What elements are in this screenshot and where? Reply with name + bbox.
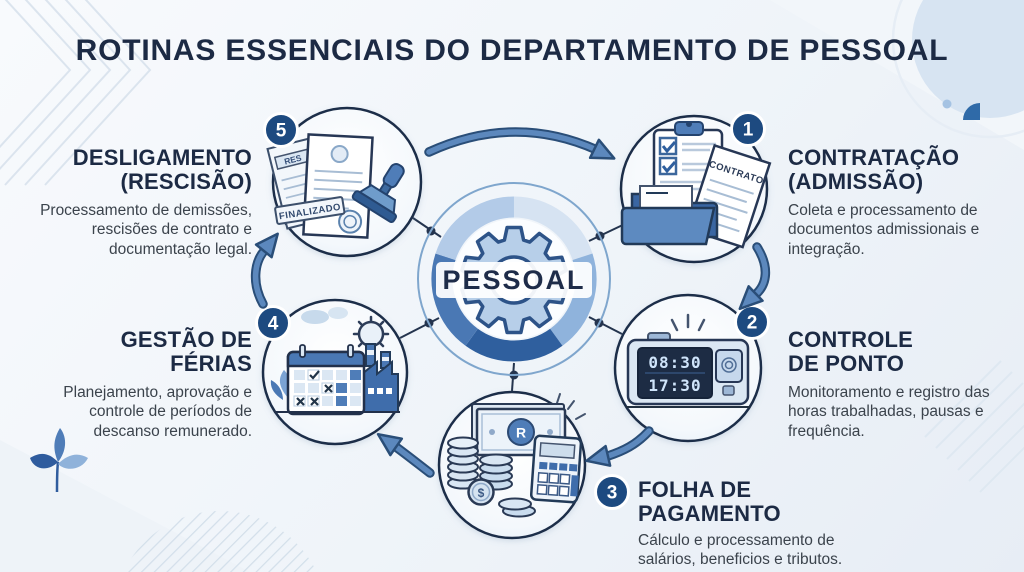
step-circle-3: R	[437, 390, 587, 540]
clock-in-time: 08:30	[648, 353, 701, 372]
rescisao-doc-label: RES	[283, 153, 303, 167]
vacation-calendar-icon	[270, 307, 400, 416]
step-5-title-line2: (RESCISÃO)	[120, 168, 252, 194]
arrow-4-to-5	[250, 232, 279, 309]
time-clock-icon: 08:30 17:30	[626, 313, 750, 408]
step-1-badge	[730, 111, 766, 147]
arrow-5-to-1	[424, 127, 616, 160]
step-4-title-line2: FÉRIAS	[170, 350, 252, 376]
hub-label-band	[436, 262, 592, 298]
step-circle-1: CONTRATO 1	[619, 111, 772, 264]
step-5-text-block: DESLIGAMENTO (RESCISÃO) Processamento de…	[20, 146, 252, 259]
chevron-pattern	[0, 0, 152, 186]
fingerprint-scanner	[715, 349, 743, 383]
arrow-1-to-2	[738, 242, 771, 311]
step-5-number: 5	[276, 121, 287, 142]
step-2-number: 2	[747, 313, 758, 334]
stamp-icon	[351, 163, 405, 224]
payroll-money-icon: R	[447, 393, 586, 518]
hub: PESSOAL	[417, 182, 611, 376]
contract-folder-icon: CONTRATO	[620, 121, 772, 249]
step-1-description: Coleta e processamento de documentos adm…	[788, 201, 980, 258]
step-3-description: Cálculo e processamento de salários, ben…	[638, 531, 843, 569]
step-3-title-line1: FOLHA DE PAGAMENTO	[638, 477, 781, 526]
step-circle-2: 08:30 17:30 2	[613, 293, 770, 443]
step-4-description: Planejamento, aprovação e controle de pe…	[63, 383, 252, 440]
clock-out-time: 17:30	[648, 376, 701, 395]
step-4-title: GESTÃO DE FÉRIAS	[20, 328, 252, 376]
step-2-title: CONTROLE DE PONTO	[788, 328, 1014, 376]
step-circle-4: 4	[255, 298, 409, 446]
step-1-title: CONTRATAÇÃO (ADMISSÃO)	[788, 146, 1014, 194]
step-3-number: 3	[607, 483, 618, 504]
factory-icon	[361, 343, 399, 413]
corner-circle	[912, 0, 1024, 118]
hub-outer-ring	[417, 182, 611, 376]
diagonal-lines-decoration	[924, 360, 1024, 493]
step-3-badge	[594, 474, 630, 510]
step-5-title-line1: DESLIGAMENTO	[72, 145, 252, 170]
flow-arrows	[250, 127, 771, 478]
step-circle-5: RES	[263, 106, 423, 258]
step-4-title-line1: GESTÃO DE	[120, 327, 252, 352]
step-3-title: FOLHA DE PAGAMENTO	[638, 478, 884, 526]
coin-currency-symbol: $	[478, 486, 485, 500]
page-title: ROTINAS ESSENCIAIS DO DEPARTAMENTO DE PE…	[75, 34, 949, 67]
step-2-description: Monitoramento e registro das horas traba…	[788, 383, 990, 440]
step-1-title-line2: (ADMISSÃO)	[788, 168, 924, 194]
banknote-currency-symbol: R	[516, 425, 526, 441]
arrow-2-to-3	[585, 426, 654, 467]
step-5-badge	[263, 112, 299, 148]
step-1-number: 1	[743, 120, 754, 141]
step-1-title-line1: CONTRATAÇÃO	[788, 145, 960, 170]
hatched-circle-decoration	[123, 511, 317, 572]
step-5-title: DESLIGAMENTO (RESCISÃO)	[20, 146, 252, 194]
coin-stack	[447, 436, 513, 491]
step-2-title-line2: DE PONTO	[788, 350, 905, 376]
step-4-text-block: GESTÃO DE FÉRIAS Planejamento, aprovação…	[20, 328, 252, 441]
calculator-icon	[529, 434, 583, 504]
arrow-3-to-4	[376, 432, 435, 478]
step-2-text-block: CONTROLE DE PONTO Monitoramento e regist…	[788, 328, 1014, 441]
calendar	[286, 344, 366, 416]
step-1-text-block: CONTRATAÇÃO (ADMISSÃO) Coleta e processa…	[788, 146, 1014, 259]
leaf-plant-icon	[30, 428, 88, 493]
step-2-title-line1: CONTROLE	[788, 327, 914, 352]
step-5-description: Processamento de demissões, rescisões de…	[40, 201, 252, 258]
termination-documents-icon: RES	[266, 133, 405, 239]
hub-segment-ring	[431, 196, 597, 362]
step-4-number: 4	[268, 314, 279, 335]
hub-label: PESSOAL	[442, 265, 585, 295]
quarter-circle-decoration	[963, 103, 980, 120]
step-4-badge	[255, 305, 291, 341]
dot-decoration	[942, 99, 952, 109]
step-3-text-block: FOLHA DE PAGAMENTO Cálculo e processamen…	[638, 478, 884, 570]
corner-ring	[891, 0, 1024, 139]
